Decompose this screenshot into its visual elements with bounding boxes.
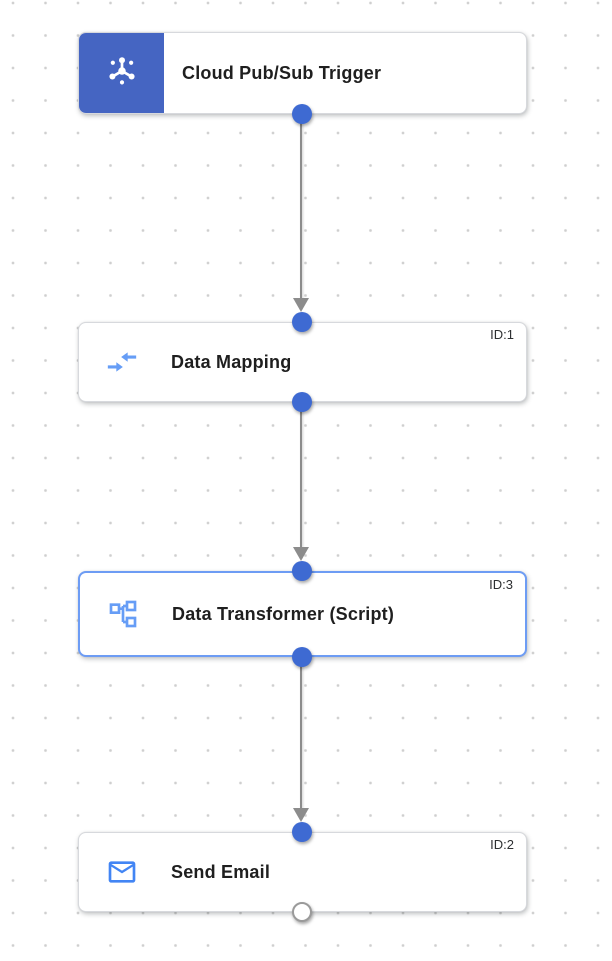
output-port-data-transformer[interactable] — [292, 647, 312, 667]
node-id-badge: ID:3 — [489, 577, 513, 592]
node-title: Data Transformer (Script) — [172, 603, 395, 624]
input-port-send-email[interactable] — [292, 822, 312, 842]
input-port-data-mapping[interactable] — [292, 312, 312, 332]
trigger-icon-block — [79, 33, 164, 113]
edge-line — [300, 114, 302, 298]
node-id-badge: ID:2 — [490, 837, 514, 852]
edge-line — [300, 402, 302, 547]
node-title: Cloud Pub/Sub Trigger — [182, 62, 382, 83]
arrowhead-icon — [293, 298, 309, 312]
data-transformer-icon — [106, 597, 140, 631]
data-mapping-icon — [105, 345, 139, 379]
edge-data-transformer-to-send-email[interactable] — [293, 657, 309, 822]
node-title: Data Mapping — [171, 351, 292, 372]
output-port-trigger[interactable] — [292, 104, 312, 124]
output-port-send-email[interactable] — [292, 902, 312, 922]
node-id-badge: ID:1 — [490, 327, 514, 342]
output-port-data-mapping[interactable] — [292, 392, 312, 412]
node-cloud-pubsub-trigger[interactable]: Cloud Pub/Sub Trigger — [78, 32, 527, 114]
send-email-icon — [105, 855, 139, 889]
node-data-mapping[interactable]: Data Mapping ID:1 — [78, 322, 527, 402]
arrowhead-icon — [293, 808, 309, 822]
node-title: Send Email — [171, 861, 271, 882]
node-data-transformer-script[interactable]: Data Transformer (Script) ID:3 — [78, 571, 527, 657]
arrowhead-icon — [293, 547, 309, 561]
cloud-pubsub-icon — [104, 53, 140, 94]
edge-line — [300, 657, 302, 808]
node-send-email[interactable]: Send Email ID:2 — [78, 832, 527, 912]
edge-trigger-to-data-mapping[interactable] — [293, 114, 309, 312]
input-port-data-transformer[interactable] — [292, 561, 312, 581]
edge-data-mapping-to-data-transformer[interactable] — [293, 402, 309, 561]
